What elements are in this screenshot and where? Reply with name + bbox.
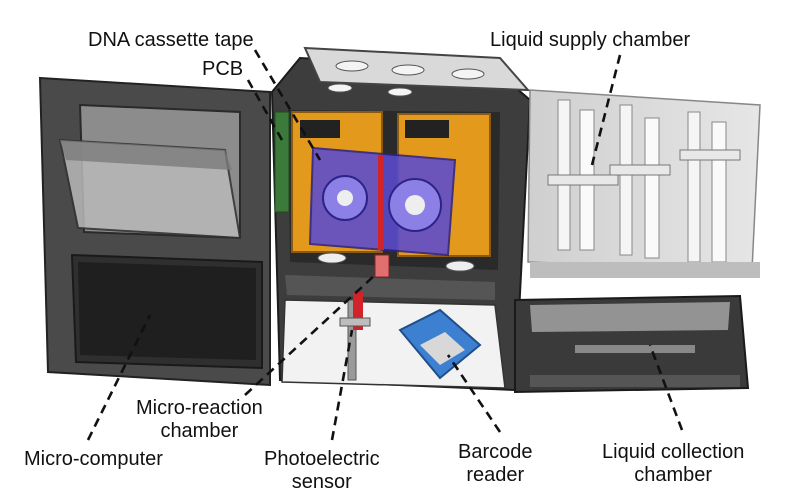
left-door xyxy=(38,76,271,387)
pcb-side-strip xyxy=(274,111,290,213)
label-barcode-line2: reader xyxy=(466,464,525,486)
label-liquid-collection-chamber: Liquid collection chamber xyxy=(602,441,744,487)
label-micro-computer: Micro-computer xyxy=(24,448,163,470)
liquid-collection-chamber xyxy=(514,294,750,394)
label-barcode-line1: Barcode xyxy=(458,441,533,463)
label-pcb: PCB xyxy=(202,58,244,80)
leader-lines xyxy=(86,49,684,441)
dna-cassette xyxy=(308,146,457,257)
liquid-supply-panel xyxy=(527,89,761,278)
label-photoelectric-line1: Photoelectric xyxy=(264,448,380,470)
label-micro-reaction-line1: Micro-reaction xyxy=(136,397,263,419)
label-liquid-collection-line2: chamber xyxy=(634,464,713,486)
label-liquid-collection-line1: Liquid collection xyxy=(602,441,745,463)
photoelectric-sensor-post xyxy=(347,299,357,381)
photoelectric-sensor xyxy=(353,292,363,330)
central-cabinet xyxy=(270,46,532,392)
label-photoelectric-line2: sensor xyxy=(291,471,352,493)
label-micro-reaction-line2: chamber xyxy=(160,420,239,442)
label-liquid-supply-chamber: Liquid supply chamber xyxy=(490,29,691,51)
label-micro-reaction-chamber: Micro-reaction chamber xyxy=(136,397,263,443)
label-dna-cassette-tape: DNA cassette tape xyxy=(88,29,254,51)
label-photoelectric-sensor: Photoelectric sensor xyxy=(264,448,380,494)
micro-reaction-chamber xyxy=(374,254,390,278)
label-barcode-reader: Barcode reader xyxy=(458,441,533,487)
